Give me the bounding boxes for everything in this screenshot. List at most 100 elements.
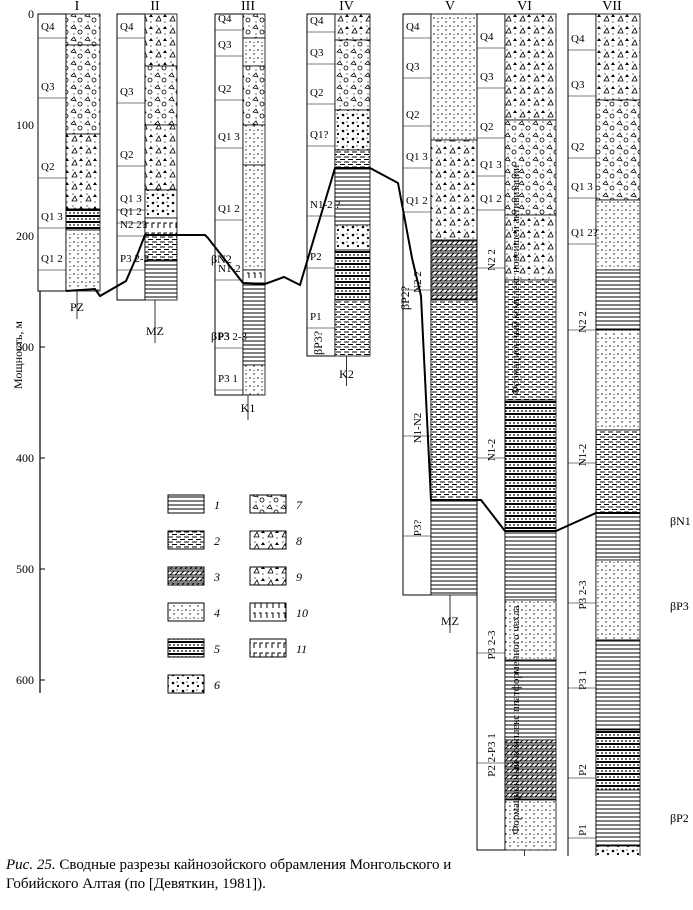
y-tick-label: 400 [16,451,34,465]
caption-label: Рис. 25. [6,857,56,873]
lithology-layer [595,13,641,101]
lithology-layer [144,259,178,301]
unit-label: Q3 [571,79,585,91]
column-numeral: IV [339,0,354,14]
column-index-strip [214,13,244,396]
lithology-layer [504,599,557,661]
unit-label: Q4 [310,15,324,27]
lithology-layer [504,739,557,801]
lithology-layer [65,44,101,135]
basalt-label: βP3? [311,331,325,355]
complex-lower-label: Формационный комплекс платформенного чех… [510,605,522,834]
column-base-label: MZ [441,614,459,628]
column-index-strip [567,13,597,856]
unit-label: Q2 [41,161,54,173]
unit-label: Q1 3 [120,193,142,205]
column-numeral: I [75,0,80,14]
unit-label: P1 [310,311,322,323]
lithology-layer [242,364,266,396]
unit-label: Q3 [406,61,420,73]
lithology-layer [242,13,266,39]
lithology-layer [595,729,641,791]
lithology-layer [144,189,178,219]
unit-label: Q4 [120,21,134,33]
caption-text: Сводные разрезы кайнозойского обрамления… [6,857,452,892]
legend-swatch [167,638,205,658]
y-tick-label: 600 [16,673,34,687]
figure-caption: Рис. 25. Сводные разрезы кайнозойского о… [6,856,476,894]
unit-label: N2 2? [120,219,147,231]
lithology-layer [334,224,371,251]
column-numeral: II [150,0,160,14]
unit-label: Q1 2 [120,206,142,218]
column-index-strip [402,13,432,596]
lithology-layer [504,399,557,532]
basalt-labels: βN2 βP3 βP3? βP2? βN1 βP3 βP2 [211,252,691,825]
legend-number: 1 [214,498,220,512]
unit-label: P3 1 [577,670,589,690]
legend-swatch [249,638,287,658]
legend-swatch [167,530,205,550]
unit-label: Q4 [571,33,585,45]
legend-swatch [167,602,205,622]
y-tick-label: 300 [16,340,34,354]
lithology-layer [144,65,178,126]
lithology-layer [504,799,557,851]
y-tick-label: 0 [28,7,34,21]
unit-label: Q1 3 [480,159,502,171]
unit-label: N2 2 [486,249,498,271]
lithology-layer [595,429,641,514]
lithology-layer [430,499,482,596]
unit-label: P3 1 [218,373,238,385]
lithology-layer [334,39,371,111]
column-base-label: PZ [70,300,84,314]
legend-swatch [167,566,205,586]
unit-label: Q3 [218,39,232,51]
lithology-layer [504,119,557,216]
unit-label: Q1? [310,129,328,141]
unit-label: Q4 [218,13,232,25]
lithology-layer [595,845,641,856]
lithology-layer [595,269,641,331]
unit-label: Q2 [120,149,133,161]
unit-label: N1-2 [577,444,589,467]
lithology-layer [595,329,641,431]
unit-label: Q2 [310,87,323,99]
lithology-layer [334,249,371,301]
legend-swatch [167,494,205,514]
legend-number: 11 [296,642,307,656]
depth-axis-label: Мощность, м [11,321,25,389]
lithology-layer [65,13,101,46]
lithology-layer [65,229,101,292]
lithology-layer [595,99,641,201]
legend-swatch [249,602,287,622]
lithology-layer [504,13,557,121]
unit-label: Q4 [41,21,55,33]
lithology-layer [334,13,371,41]
lithology-layer [144,13,178,67]
legend-swatch [249,494,287,514]
lithology-layer [242,37,266,67]
lithology-layer [242,164,266,271]
y-tick-label: 200 [16,229,34,243]
legend-number: 4 [214,606,220,620]
column-base-label: K2 [339,367,354,381]
legend-swatch [249,530,287,550]
lithology-layer [595,512,641,561]
column-base-label: K1 [241,401,256,415]
lithology-layer [334,167,371,226]
lithology-layer [65,208,101,231]
complex-labels: Формационный комплекс новейшей активизац… [510,165,522,835]
lithology-layer [144,124,178,191]
lithology-layer [144,217,178,236]
lithology-layer [595,199,641,271]
y-tick-label: 100 [16,118,34,132]
legend-number: 6 [214,678,220,692]
